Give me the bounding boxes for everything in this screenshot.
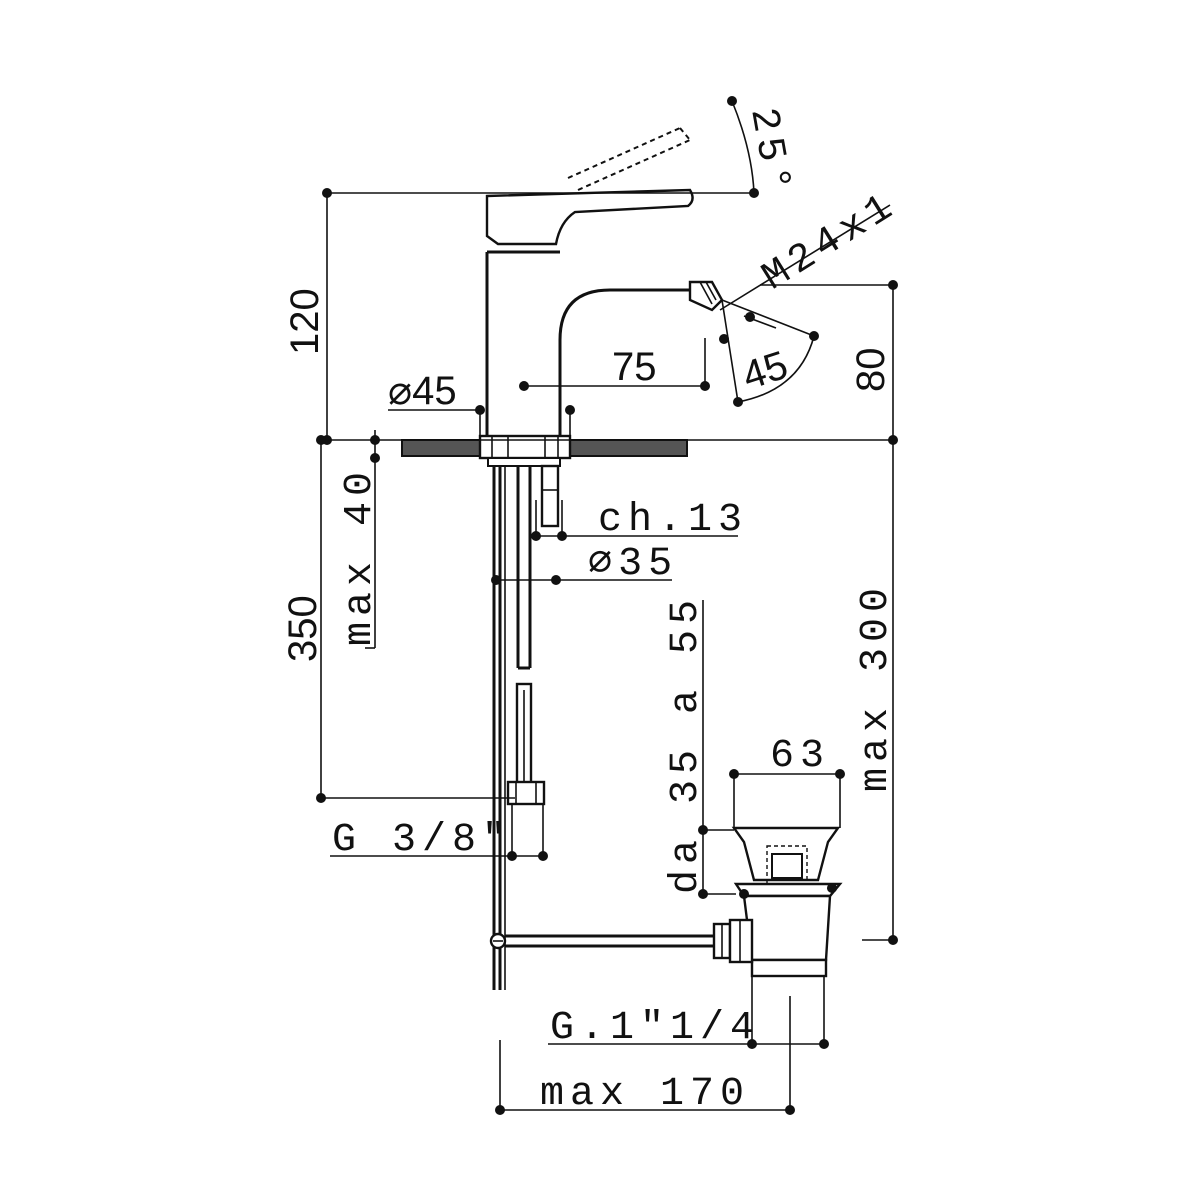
label-waste-range: da 35 a 55 <box>664 594 709 894</box>
mounting-stud <box>540 464 560 528</box>
label-deck-thickness: max 40 <box>338 466 383 646</box>
label-hole-diameter: ⌀45 <box>388 369 457 413</box>
dimension-lines <box>316 96 898 1115</box>
label-waste-depth: max 300 <box>854 582 899 792</box>
mixer-body <box>485 127 724 440</box>
label-waste-width: 63 <box>770 734 830 779</box>
label-spray-angle: 45 <box>737 343 793 399</box>
flexible-hose <box>506 466 546 806</box>
label-height-total: 120 <box>283 288 327 355</box>
label-hose-length: 350 <box>281 595 325 662</box>
label-rod-length: max 170 <box>540 1072 750 1117</box>
label-thread: M24x1 <box>755 183 906 301</box>
pop-up-waste <box>712 826 843 978</box>
spray-nozzle <box>688 280 724 312</box>
waste-connector <box>712 918 754 964</box>
drain-rod <box>489 466 715 990</box>
label-angle-lever: 25° <box>739 104 799 200</box>
label-wrench-size: ch.13 <box>598 498 748 543</box>
label-spout-height: 80 <box>849 348 893 393</box>
label-connection-thread: G 3/8" <box>332 818 512 863</box>
label-spout-reach: 75 <box>612 345 657 389</box>
label-shank-diameter: ⌀35 <box>588 542 678 587</box>
label-waste-thread: G.1"1/4 <box>550 1006 760 1051</box>
